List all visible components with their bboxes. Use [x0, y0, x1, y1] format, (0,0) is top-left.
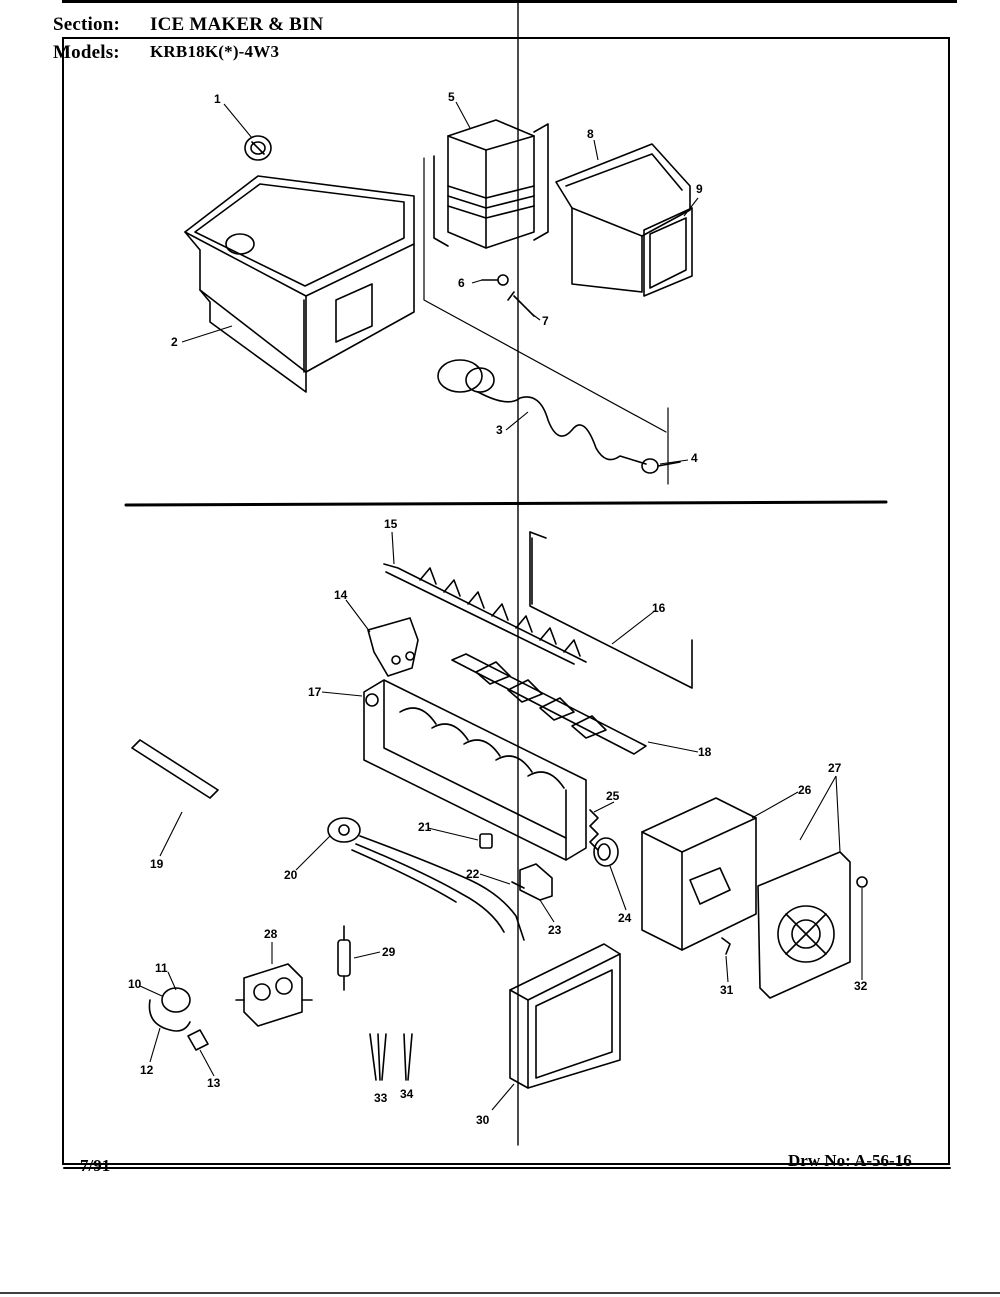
callout-18: 18	[698, 745, 712, 759]
section-divider	[124, 500, 888, 507]
callout-31: 31	[720, 983, 734, 997]
callout-23: 23	[548, 923, 562, 937]
callout-14: 14	[334, 588, 348, 602]
part-29-fuse	[337, 925, 351, 991]
part-1-knob	[244, 135, 272, 161]
diagram-frame	[62, 37, 950, 1165]
models-value: KRB18K(*)-4W3	[150, 42, 280, 61]
callout-6: 6	[458, 276, 465, 290]
part-5-ice-chute	[433, 119, 549, 249]
part-20-harness	[327, 817, 525, 941]
callout-9: 9	[696, 182, 703, 196]
callout-10: 10	[128, 977, 142, 991]
callout-24: 24	[618, 911, 632, 925]
callout-28: 28	[264, 927, 278, 941]
callout-3: 3	[496, 423, 503, 437]
part-8-duct	[555, 143, 691, 293]
part-16-shutoff-arm	[529, 531, 693, 689]
part-24-fill-cup	[593, 837, 619, 867]
callout-8: 8	[587, 127, 594, 141]
part-30-cover	[509, 943, 621, 1089]
part-34-screws	[403, 1033, 413, 1081]
callout-19: 19	[150, 857, 164, 871]
callout-20: 20	[284, 868, 298, 882]
callout-32: 32	[854, 979, 868, 993]
callout-21: 21	[418, 820, 432, 834]
part-28-water-valve	[235, 963, 313, 1027]
footer-drawing-number: Drw No: A-56-16	[788, 1151, 912, 1170]
part-22-screw	[511, 881, 525, 889]
callout-26: 26	[798, 783, 812, 797]
part-19-heater-rod	[131, 739, 219, 799]
part-15-ejector	[383, 563, 587, 665]
callout-labels: 1 2 3 4 5 6 7 8 9 10 11 12 13 14 15 16 1…	[128, 90, 868, 1127]
callout-34: 34	[400, 1087, 414, 1101]
top-rule	[62, 0, 957, 3]
part-4-fitting	[641, 458, 681, 474]
part-14-bracket	[367, 617, 419, 677]
part-21-clip	[479, 833, 493, 849]
callout-30: 30	[476, 1113, 490, 1127]
callout-16: 16	[652, 601, 666, 615]
callout-4: 4	[691, 451, 698, 465]
leader-lines	[139, 101, 863, 1111]
part-6-screw	[481, 274, 509, 286]
callout-11: 11	[155, 961, 168, 975]
callout-13: 13	[207, 1076, 221, 1090]
part-13-clamp	[187, 1029, 209, 1051]
part-26-housing	[641, 797, 757, 951]
section-label: Section:	[53, 14, 121, 35]
part-32-screw	[856, 876, 868, 888]
callout-5: 5	[448, 90, 455, 104]
part-17-mold	[363, 679, 587, 861]
part-27-mounting-plate	[757, 851, 851, 999]
part-10-11-12-hardware	[148, 987, 191, 1032]
callout-7: 7	[542, 314, 549, 328]
callout-15: 15	[384, 517, 398, 531]
callout-12: 12	[140, 1063, 154, 1077]
callout-1: 1	[214, 92, 221, 106]
part-33-screws	[369, 1033, 387, 1081]
section-value: ICE MAKER & BIN	[150, 14, 324, 35]
part-25-spring	[589, 809, 599, 851]
part-23-bracket	[519, 863, 553, 901]
callout-33: 33	[374, 1091, 388, 1105]
models-label: Models:	[53, 42, 120, 63]
part-9-gasket	[643, 207, 693, 297]
callout-22: 22	[466, 867, 480, 881]
callout-27: 27	[828, 761, 842, 775]
part-7-clip	[507, 291, 535, 317]
callout-2: 2	[171, 335, 178, 349]
part-31-screw	[721, 937, 731, 955]
callout-29: 29	[382, 945, 396, 959]
footer-date: 7/91	[80, 1156, 111, 1175]
callout-17: 17	[308, 685, 322, 699]
part-2-ice-bin	[184, 175, 415, 393]
callout-25: 25	[606, 789, 620, 803]
part-3-water-tube	[437, 359, 647, 465]
part-18-stripper	[451, 653, 647, 755]
